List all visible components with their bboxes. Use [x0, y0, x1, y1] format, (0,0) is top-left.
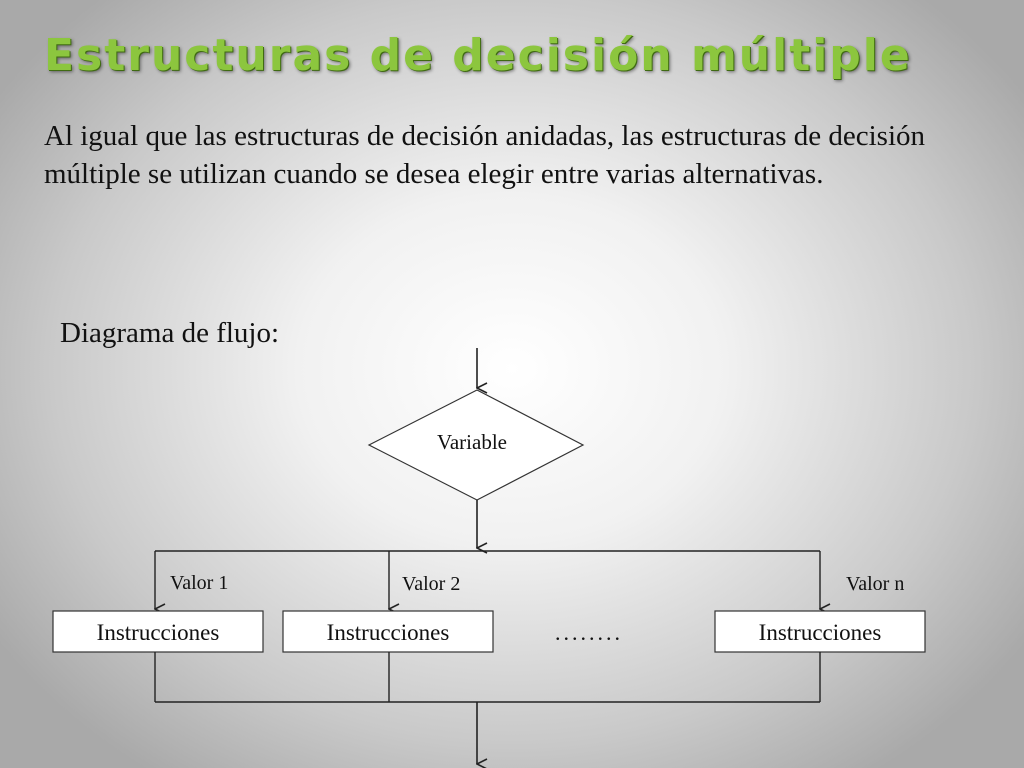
slide-title: Estructuras de decisión múltiple — [44, 30, 912, 81]
instruction-label-1: Instrucciones — [97, 620, 220, 645]
branch-value-label-2: Valor 2 — [402, 573, 460, 595]
branch-value-label-n: Valor n — [846, 573, 904, 595]
instruction-box-n — [714, 610, 926, 653]
branch-value-label-1: Valor 1 — [170, 572, 228, 594]
instruction-box-2 — [282, 610, 494, 653]
diagram-heading: Diagrama de flujo: — [60, 317, 280, 349]
decision-label: Variable — [437, 430, 507, 454]
instruction-label-n: Instrucciones — [759, 620, 882, 645]
instruction-label-2: Instrucciones — [327, 620, 450, 645]
branch-ellipsis: ........ — [555, 620, 623, 645]
intro-paragraph: Al igual que las estructuras de decisión… — [44, 120, 926, 190]
instruction-box-1 — [52, 610, 264, 653]
